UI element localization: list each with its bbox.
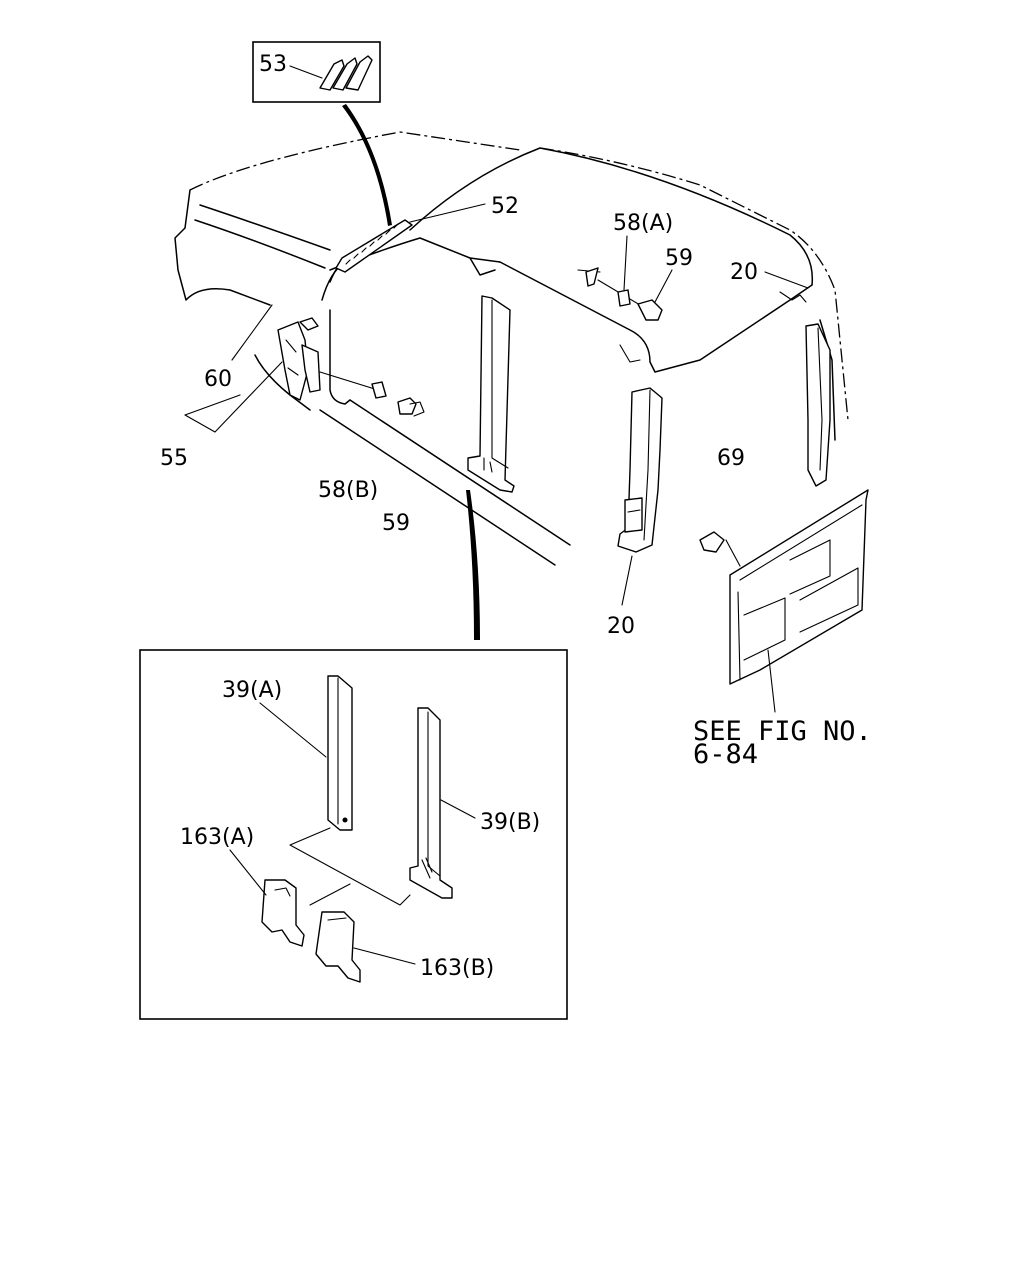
label-39a: 39(A) (222, 678, 282, 703)
label-53: 53 (259, 52, 287, 77)
label-163b: 163(B) (420, 956, 494, 981)
inset-53 (252, 41, 392, 226)
part-52-header-trim (335, 203, 486, 273)
label-55: 55 (160, 446, 188, 471)
clips-58a-59-top (577, 235, 673, 321)
label-58b: 58(B) (318, 478, 378, 503)
label-39b: 39(B) (480, 810, 540, 835)
label-60: 60 (204, 367, 232, 392)
inset-39-163 (139, 649, 568, 1020)
part-60-55-front-trim (184, 304, 425, 433)
label-52: 52 (491, 194, 519, 219)
rear-panel (699, 489, 869, 713)
part-20-center-pillar (617, 387, 663, 606)
label-58a: 58(A) (613, 211, 673, 236)
label-20-center: 20 (607, 614, 635, 639)
reference-note: SEE FIG NO. 6-84 (693, 716, 872, 770)
part-20-rear-pillar (764, 271, 831, 487)
label-163a: 163(A) (180, 825, 254, 850)
reference-line-2: 6-84 (693, 739, 758, 770)
label-59-top: 59 (665, 246, 693, 271)
label-20-rear: 20 (730, 260, 758, 285)
cab-body-outline (174, 131, 849, 566)
label-59-bottom: 59 (382, 511, 410, 536)
reference-line-1: SEE FIG NO. (693, 716, 872, 747)
label-69: 69 (717, 446, 745, 471)
center-pillar-trim (466, 295, 515, 640)
part-labels: 53 52 58(A) 59 20 60 55 58(B) 59 69 20 3… (160, 52, 758, 981)
